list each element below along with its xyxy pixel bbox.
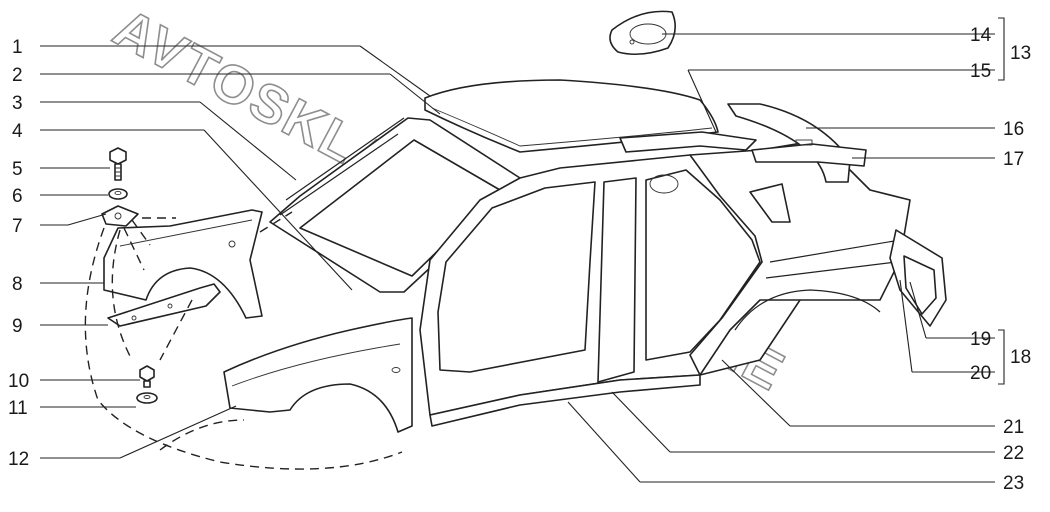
- callout-10: 10: [8, 371, 29, 392]
- fender-bracket-part: [107, 283, 221, 327]
- leader-lines: [40, 17, 1005, 483]
- callout-9: 9: [12, 316, 23, 337]
- callout-17: 17: [1003, 149, 1024, 170]
- callouts-right: 14 15 16 17 19 20 21 22 23 13 18: [970, 25, 1031, 494]
- callout-1: 1: [12, 37, 23, 58]
- bolt-part: [109, 147, 127, 181]
- callout-11: 11: [8, 398, 28, 419]
- callout-19: 19: [970, 329, 991, 350]
- callout-14: 14: [970, 25, 992, 46]
- windshield-frame-part: [269, 117, 521, 293]
- callout-3: 3: [12, 93, 23, 114]
- callout-13: 13: [1010, 43, 1031, 64]
- washer-part: [108, 188, 128, 200]
- callout-2: 2: [12, 65, 23, 86]
- callout-22: 22: [1003, 443, 1024, 464]
- callout-7: 7: [12, 216, 23, 237]
- callout-6: 6: [12, 186, 23, 207]
- washer-small-part: [136, 392, 158, 404]
- callout-5: 5: [12, 159, 23, 180]
- callout-23: 23: [1003, 473, 1024, 494]
- callout-12: 12: [8, 449, 29, 470]
- callout-4: 4: [12, 121, 23, 142]
- callout-18: 18: [1010, 347, 1031, 368]
- callout-16: 16: [1003, 119, 1024, 140]
- callout-15: 15: [970, 61, 991, 82]
- roof-panel-part: [424, 79, 719, 153]
- callout-8: 8: [12, 274, 23, 295]
- front-fender-part: [223, 317, 413, 433]
- fuel-flap-part: [609, 10, 676, 56]
- assembly-lines: [84, 211, 403, 470]
- callout-20: 20: [970, 363, 991, 384]
- mounting-bracket-part: [101, 205, 139, 227]
- roof-rail-part: [619, 103, 867, 183]
- callouts-left: 1 2 3 4 5 6 7 8 9 10 11 12: [8, 37, 29, 470]
- bolt-small-part: [139, 365, 155, 388]
- callout-21: 21: [1003, 417, 1024, 438]
- body-side-part: [419, 139, 911, 427]
- rear-panel-part: [889, 229, 947, 327]
